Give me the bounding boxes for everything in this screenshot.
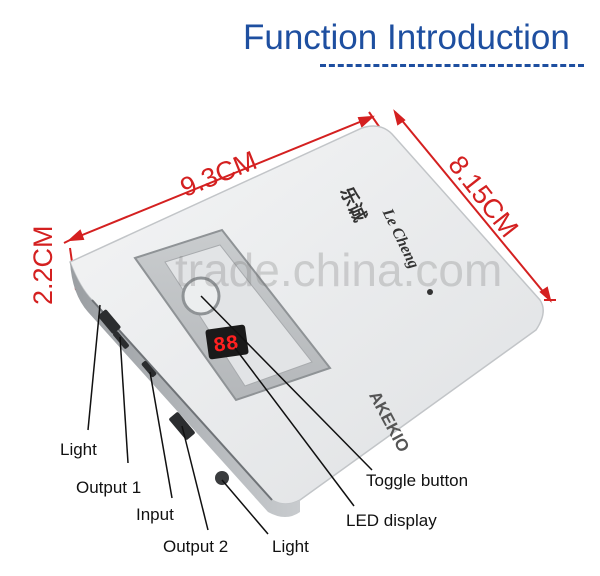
label-input: Input xyxy=(136,505,174,524)
leader-light-left xyxy=(87,304,101,431)
leader-light-bottom xyxy=(221,479,269,535)
light-bottom-shape xyxy=(215,471,229,485)
label-light-left: Light xyxy=(60,440,97,459)
led-display-shape: 88 xyxy=(205,324,249,360)
label-toggle-button: Toggle button xyxy=(366,471,469,490)
led-readout-text: 88 xyxy=(212,333,240,359)
leader-output2 xyxy=(181,425,209,531)
leader-toggle xyxy=(200,295,373,471)
leader-output1 xyxy=(119,336,129,464)
light-port xyxy=(98,309,121,334)
width-dimension-line xyxy=(393,109,556,303)
output1-port xyxy=(113,331,129,349)
title-underline xyxy=(320,64,584,67)
leader-input xyxy=(149,371,173,499)
watermark: trade.china.com xyxy=(175,244,503,296)
indicator-dot xyxy=(427,289,433,295)
length-dimension-line xyxy=(63,111,381,244)
page-title: Function Introduction xyxy=(243,18,570,57)
label-light-bottom: Light xyxy=(272,537,309,556)
leader-led xyxy=(234,347,355,507)
power-bank-body xyxy=(69,125,544,517)
height-label: 2.2CM xyxy=(28,225,58,305)
label-output1: Output 1 xyxy=(76,478,142,497)
label-led-display: LED display xyxy=(346,511,437,530)
input-port xyxy=(141,360,157,378)
label-output2: Output 2 xyxy=(163,537,229,556)
